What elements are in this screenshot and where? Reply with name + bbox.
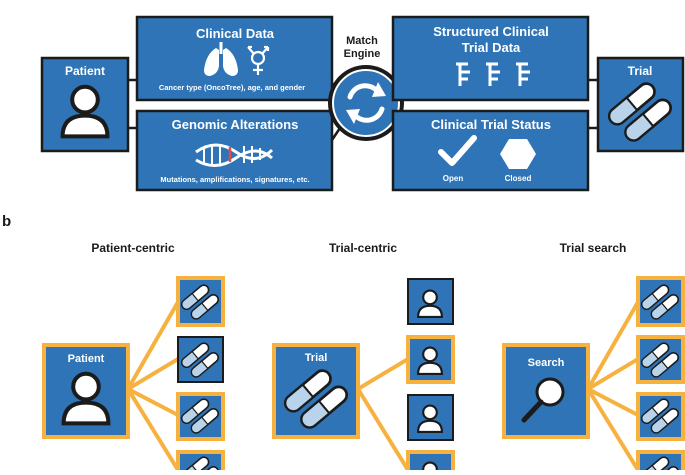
genomic-alterations-title: Genomic Alterations: [172, 117, 299, 132]
structured-trial-data-title-line1: Structured Clinical: [433, 24, 549, 39]
match-engine-label-line1: Match: [346, 35, 378, 47]
checkmark-icon: [438, 135, 477, 166]
dna-helix-icon: [195, 143, 274, 167]
genomic-alterations-box: Genomic Alterations Mutations, amplifica…: [135, 109, 334, 192]
patient-centric-node-label: Patient: [68, 353, 105, 365]
trial-label: Trial: [628, 64, 653, 78]
clinical-data-title: Clinical Data: [196, 26, 275, 41]
trial-status-title: Clinical Trial Status: [431, 117, 551, 132]
gender-symbol-icon: [247, 45, 270, 75]
trial-status-box: Clinical Trial Status Open Closed: [391, 109, 590, 192]
patient-centric-heading: Patient-centric: [91, 241, 175, 255]
lungs-icon: [204, 42, 238, 76]
patient-centric-diagram: Patient: [42, 276, 225, 475]
tree-structure-icons: [456, 62, 530, 86]
trial-search-node-label: Search: [528, 357, 565, 369]
panel-b-label: b: [2, 213, 11, 230]
tree-icon: [486, 62, 500, 86]
genomic-alterations-caption: Mutations, amplifications, signatures, e…: [160, 175, 309, 184]
sync-arrows-icon: [346, 82, 386, 124]
closed-label: Closed: [505, 174, 532, 183]
trial-centric-heading: Trial-centric: [329, 241, 397, 255]
structured-trial-data-title-line2: Trial Data: [462, 40, 521, 55]
clinical-data-box: Clinical Data Cancer type (OncoTree), ag…: [135, 15, 334, 102]
trial-centric-diagram: Trial: [272, 278, 455, 475]
clinical-data-caption: Cancer type (OncoTree), age, and gender: [159, 83, 305, 92]
structured-trial-data-box: Structured Clinical Trial Data: [391, 15, 590, 102]
trial-centric-node-label: Trial: [305, 352, 328, 364]
match-engine-label-line2: Engine: [344, 48, 381, 60]
tree-icon: [456, 62, 470, 86]
trial-search-heading: Trial search: [560, 241, 627, 255]
trial-node: Trial: [596, 56, 685, 153]
patient-node: Patient: [40, 56, 130, 153]
magnifier-icon: [521, 377, 565, 423]
patient-label: Patient: [65, 64, 105, 78]
tree-icon: [516, 62, 530, 86]
match-engine: Match Engine: [328, 35, 404, 141]
hexagon-closed-icon: [500, 139, 536, 169]
trial-search-diagram: Search: [502, 276, 685, 475]
open-label: Open: [443, 174, 464, 183]
